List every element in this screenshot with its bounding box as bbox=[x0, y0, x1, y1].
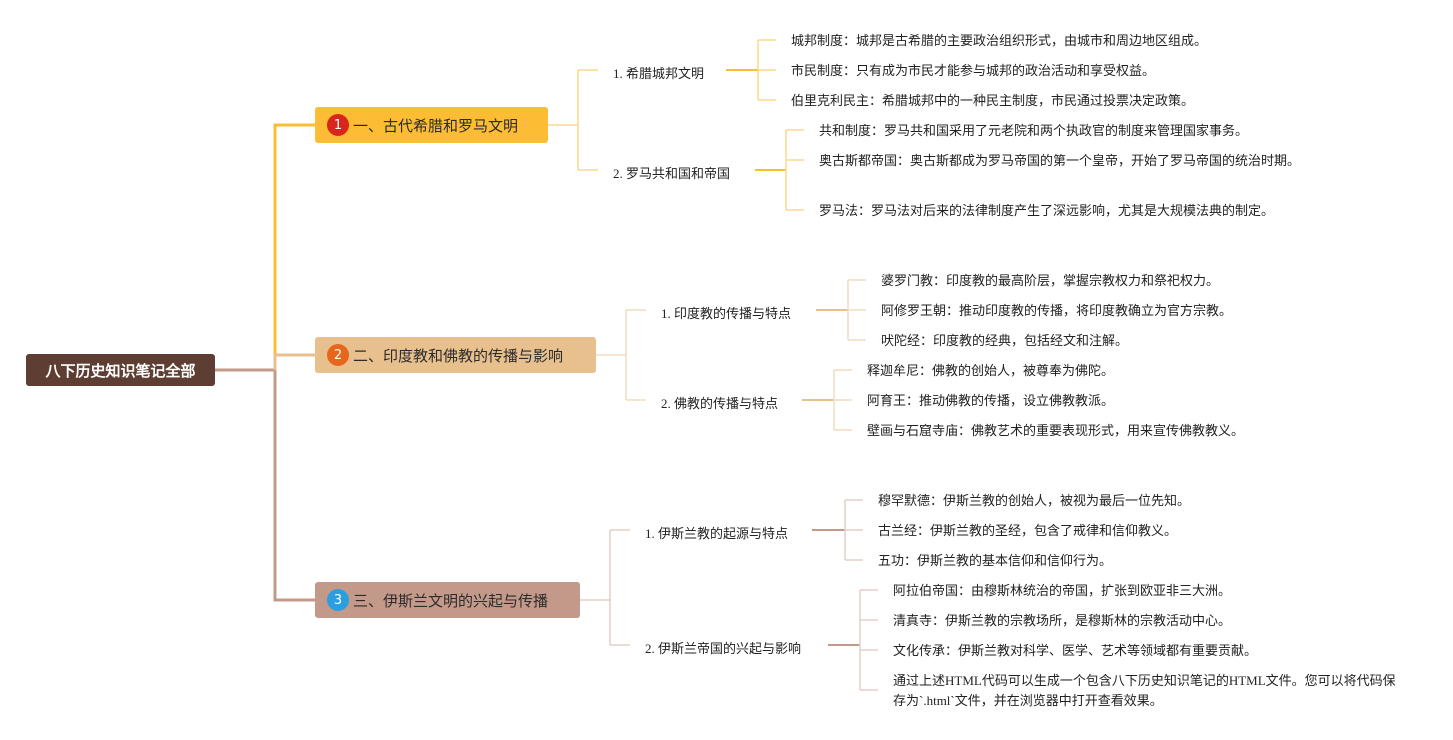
number-badge: 1 bbox=[327, 114, 349, 136]
branch-node-1[interactable]: 1 一、古代希腊和罗马文明 bbox=[315, 107, 548, 143]
leaf-node[interactable]: 清真寺：伊斯兰教的宗教场所，是穆斯林的宗教活动中心。 bbox=[893, 613, 1232, 628]
sub-node[interactable]: 2. 佛教的传播与特点 bbox=[661, 396, 779, 411]
leaf-node[interactable]: 阿育王：推动佛教的传播，设立佛教教派。 bbox=[867, 393, 1115, 408]
number-badge: 3 bbox=[327, 589, 349, 611]
leaf-node[interactable]: 阿拉伯帝国：由穆斯林统治的帝国，扩张到欧亚非三大洲。 bbox=[893, 583, 1232, 598]
sub-node[interactable]: 1. 伊斯兰教的起源与特点 bbox=[645, 526, 789, 541]
branch-node-2[interactable]: 2 二、印度教和佛教的传播与影响 bbox=[315, 337, 596, 373]
sub-node[interactable]: 2. 伊斯兰帝国的兴起与影响 bbox=[645, 641, 802, 656]
leaf-node[interactable]: 市民制度：只有成为市民才能参与城邦的政治活动和享受权益。 bbox=[791, 63, 1156, 78]
leaf-node[interactable]: 伯里克利民主：希腊城邦中的一种民主制度，市民通过投票决定政策。 bbox=[791, 93, 1195, 108]
leaf-node[interactable]: 城邦制度：城邦是古希腊的主要政治组织形式，由城市和周边地区组成。 bbox=[791, 33, 1208, 48]
leaf-node[interactable]: 壁画与石窟寺庙：佛教艺术的重要表现形式，用来宣传佛教教义。 bbox=[867, 423, 1245, 438]
branch-title: 一、古代希腊和罗马文明 bbox=[353, 116, 519, 135]
branch-title: 二、印度教和佛教的传播与影响 bbox=[353, 346, 564, 365]
root-node[interactable]: 八下历史知识笔记全部 bbox=[26, 354, 215, 386]
leaf-node[interactable]: 释迦牟尼：佛教的创始人，被尊奉为佛陀。 bbox=[867, 363, 1115, 378]
branch-title: 三、伊斯兰文明的兴起与传播 bbox=[353, 591, 549, 610]
leaf-node[interactable]: 文化传承：伊斯兰教对科学、医学、艺术等领域都有重要贡献。 bbox=[893, 643, 1258, 658]
sub-node[interactable]: 1. 希腊城邦文明 bbox=[613, 66, 705, 81]
sub-node[interactable]: 2. 罗马共和国和帝国 bbox=[613, 166, 731, 181]
leaf-node[interactable]: 阿修罗王朝：推动印度教的传播，将印度教确立为官方宗教。 bbox=[881, 303, 1233, 318]
leaf-node[interactable]: 共和制度：罗马共和国采用了元老院和两个执政官的制度来管理国家事务。 bbox=[819, 123, 1249, 138]
leaf-node[interactable]: 罗马法：罗马法对后来的法律制度产生了深远影响，尤其是大规模法典的制定。 bbox=[819, 203, 1275, 218]
leaf-node[interactable]: 古兰经：伊斯兰教的圣经，包含了戒律和信仰教义。 bbox=[878, 523, 1178, 538]
leaf-node[interactable]: 五功：伊斯兰教的基本信仰和信仰行为。 bbox=[878, 553, 1113, 568]
branch-node-3[interactable]: 3 三、伊斯兰文明的兴起与传播 bbox=[315, 582, 580, 618]
leaf-node[interactable]: 婆罗门教：印度教的最高阶层，掌握宗教权力和祭祀权力。 bbox=[881, 273, 1220, 288]
leaf-node[interactable]: 通过上述HTML代码可以生成一个包含八下历史知识笔记的HTML文件。您可以将代码… bbox=[893, 673, 1396, 708]
leaf-node[interactable]: 奥古斯都帝国：奥古斯都成为罗马帝国的第一个皇帝，开始了罗马帝国的统治时期。 bbox=[819, 153, 1301, 168]
number-badge: 2 bbox=[327, 344, 349, 366]
sub-node[interactable]: 1. 印度教的传播与特点 bbox=[661, 306, 792, 321]
leaf-node[interactable]: 吠陀经：印度教的经典，包括经文和注解。 bbox=[881, 333, 1129, 348]
leaf-node[interactable]: 穆罕默德：伊斯兰教的创始人，被视为最后一位先知。 bbox=[878, 493, 1191, 508]
